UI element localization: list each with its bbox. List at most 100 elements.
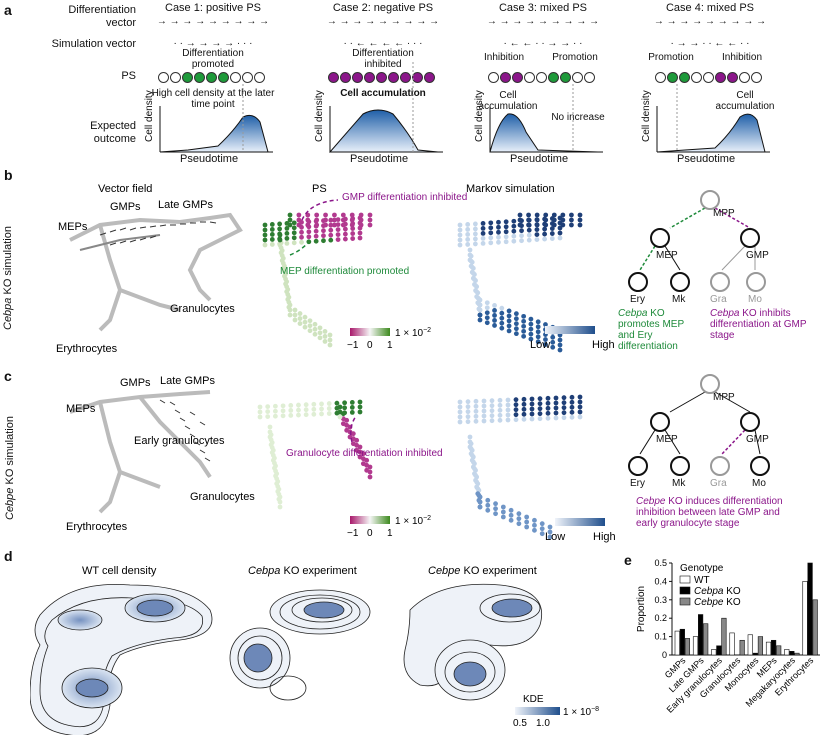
- map-dot: [291, 220, 297, 226]
- map-dot: [297, 316, 303, 321]
- map-dot: [534, 222, 540, 228]
- sim-arrows: · · ← ← ← ← · · ·: [343, 38, 423, 49]
- map-dot: [521, 406, 527, 412]
- map-dot: [319, 406, 324, 412]
- ps-circle: [424, 72, 435, 83]
- axis-x-label: Pseudotime: [350, 153, 409, 165]
- ps-arrow-gmp: [301, 199, 339, 221]
- outcome-right: Cell accumulation: [715, 90, 775, 112]
- map-dot: [467, 439, 473, 445]
- ps-circle: [655, 72, 666, 83]
- ps-circle: [412, 72, 423, 83]
- node-ery-c: [628, 456, 648, 476]
- map-dot: [569, 409, 575, 415]
- map-dot: [499, 325, 505, 331]
- ps-circle: [340, 72, 351, 83]
- map-dot: [306, 229, 312, 235]
- ps-circle: [328, 72, 339, 83]
- case-title: Case 2: negative PS: [332, 2, 434, 14]
- ps-circle: [254, 72, 265, 83]
- map-dot: [322, 334, 328, 339]
- map-dot: [484, 320, 490, 326]
- map-dot: [513, 397, 519, 403]
- label-mk-c: Mk: [672, 478, 686, 489]
- kde-tick-05: 0.5: [513, 718, 527, 729]
- map-dot: [517, 217, 523, 223]
- map-dot: [267, 424, 273, 430]
- map-dot: [296, 212, 302, 218]
- map-dot: [480, 235, 486, 241]
- map-dot: [299, 234, 304, 240]
- ps-circle: [182, 72, 193, 83]
- map-dot: [529, 406, 535, 412]
- map-dot: [267, 429, 273, 435]
- map-dot: [526, 222, 531, 228]
- map-dot: [277, 226, 283, 232]
- label-erythrocytes-c: Erythrocytes: [66, 521, 128, 533]
- map-dot: [342, 231, 348, 237]
- map-dot: [277, 242, 283, 248]
- map-dot: [358, 217, 364, 223]
- ps-circle: [230, 72, 241, 83]
- axis-y-label: Cell density: [474, 90, 485, 142]
- map-dot: [485, 507, 491, 513]
- bar: [807, 562, 813, 656]
- map-dot: [279, 258, 285, 263]
- map-dot: [358, 222, 364, 228]
- label-gra-b: Gra: [710, 294, 727, 305]
- map-dot: [277, 221, 283, 227]
- map-dot: [516, 521, 522, 527]
- map-dot: [319, 411, 324, 417]
- map-dot: [505, 407, 511, 413]
- ps-circle: [727, 72, 738, 83]
- map-dot: [262, 242, 268, 248]
- case-annotation-left: Inhibition: [483, 52, 525, 63]
- map-dot: [467, 247, 473, 253]
- ps-map-b: [262, 212, 373, 348]
- map-dot: [488, 235, 494, 241]
- map-dot: [342, 400, 348, 406]
- bar: [674, 630, 680, 656]
- map-dot: [537, 401, 543, 407]
- bar: [757, 636, 764, 656]
- map-dot: [287, 212, 293, 218]
- diff-arrows: → → → → → → → → →: [486, 16, 600, 27]
- ps-circle: [739, 72, 750, 83]
- map-dot: [262, 237, 268, 243]
- map-dot: [465, 399, 471, 405]
- map-dot: [497, 397, 503, 403]
- map-dot: [553, 400, 559, 406]
- panel-b-side-label: Cebpa KO simulation: [2, 226, 14, 330]
- map-dot: [457, 222, 463, 228]
- map-dot: [292, 307, 298, 313]
- map-dot: [499, 320, 505, 326]
- map-dot: [543, 342, 548, 347]
- lineage-tree-c: MPP MEP GMP Ery Mk Gra Mo Cebpe KO induc…: [610, 372, 820, 547]
- map-dot: [561, 400, 567, 406]
- vector-field-embedding-c: [69, 390, 212, 514]
- map-dot: [457, 419, 463, 425]
- kde-label: KDE: [523, 694, 544, 705]
- map-dot: [288, 408, 294, 413]
- map-dot: [262, 227, 268, 233]
- map-dot: [529, 401, 535, 407]
- map-dot: [519, 228, 524, 234]
- bar: [802, 581, 808, 656]
- axis-y-label: Cell density: [641, 90, 652, 142]
- map-dot: [332, 217, 337, 223]
- map-dot: [508, 517, 514, 523]
- map-dot: [505, 397, 511, 403]
- map-dot: [262, 222, 268, 228]
- map-dot: [357, 230, 363, 236]
- map-dot: [542, 231, 548, 237]
- markov-map-b: [457, 212, 583, 353]
- bar: [684, 638, 691, 656]
- markov-high-b: High: [592, 339, 615, 351]
- label-mpp-b: MPP: [713, 208, 735, 219]
- map-dot: [484, 315, 490, 321]
- map-dot: [488, 225, 494, 231]
- map-dot: [480, 230, 486, 236]
- map-dot: [302, 319, 308, 325]
- label-erythrocytes-b: Erythrocytes: [56, 343, 118, 355]
- map-dot: [521, 328, 527, 334]
